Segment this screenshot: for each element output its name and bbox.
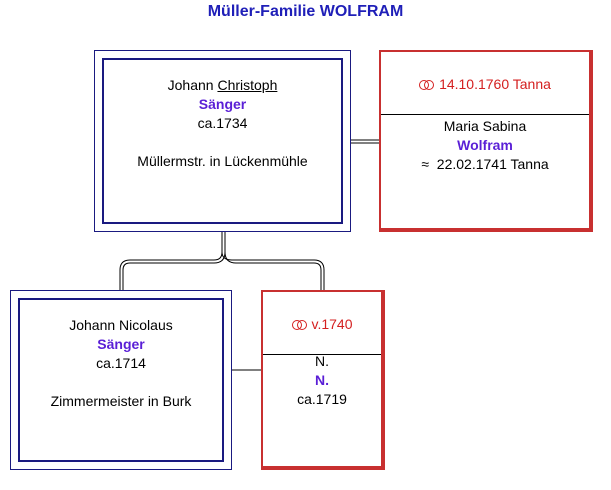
father-surname: Sänger	[198, 96, 247, 112]
baptism-symbol: ≈	[421, 156, 430, 172]
father-spouse-divider	[381, 114, 589, 115]
child-spouse-marriage: v.1740	[263, 315, 381, 334]
father-spouse-birth-date: 22.02.1741 Tanna	[436, 156, 549, 172]
child-spouse-divider	[263, 354, 381, 355]
child-spouse-given-name: N.	[315, 353, 329, 369]
child-card[interactable]: Johann Nicolaus Sänger ca.1714 Zimmermei…	[10, 290, 232, 470]
father-spouse-surname: Wolfram	[457, 137, 513, 153]
father-spouse-card-inner: 14.10.1760 Tanna Maria Sabina Wolfram ≈ …	[380, 51, 592, 231]
father-name: Johann Christoph	[104, 76, 341, 95]
father-spouse-birth: ≈ 22.02.1741 Tanna	[381, 155, 589, 174]
child-spouse-surname: N.	[315, 372, 329, 388]
child-birth: ca.1714	[96, 355, 146, 371]
father-given-name: Johann	[167, 77, 214, 93]
child-spouse-birth: ca.1719	[297, 391, 347, 407]
child-surname: Sänger	[97, 336, 145, 352]
father-spouse-given-name: Maria Sabina	[443, 118, 527, 134]
child-spouse-card[interactable]: v.1740 N. N. ca.1719	[261, 290, 385, 470]
father-birth: ca.1734	[197, 115, 248, 131]
father-spouse-marriage: 14.10.1760 Tanna	[381, 75, 589, 94]
child-given-name: Johann Nicolaus	[69, 317, 173, 333]
child-card-inner: Johann Nicolaus Sänger ca.1714 Zimmermei…	[18, 298, 224, 462]
marriage-rings-icon	[291, 320, 307, 331]
father-given-name-underlined: Christoph	[217, 77, 278, 93]
father-spouse-card[interactable]: 14.10.1760 Tanna Maria Sabina Wolfram ≈ …	[379, 50, 593, 232]
father-card[interactable]: Johann Christoph Sänger ca.1734 Müllerms…	[94, 50, 351, 232]
father-occupation: Müllermstr. in Lückenmühle	[137, 153, 308, 169]
child-spouse-card-inner: v.1740 N. N. ca.1719	[262, 291, 384, 469]
child-spouse-marriage-date: v.1740	[311, 316, 353, 332]
father-spouse-marriage-date: 14.10.1760 Tanna	[439, 76, 551, 92]
father-card-inner: Johann Christoph Sänger ca.1734 Müllerms…	[102, 58, 343, 224]
marriage-rings-icon	[419, 80, 435, 91]
chart-title: Müller-Familie WOLFRAM	[207, 3, 404, 20]
child-occupation: Zimmermeister in Burk	[50, 393, 192, 409]
